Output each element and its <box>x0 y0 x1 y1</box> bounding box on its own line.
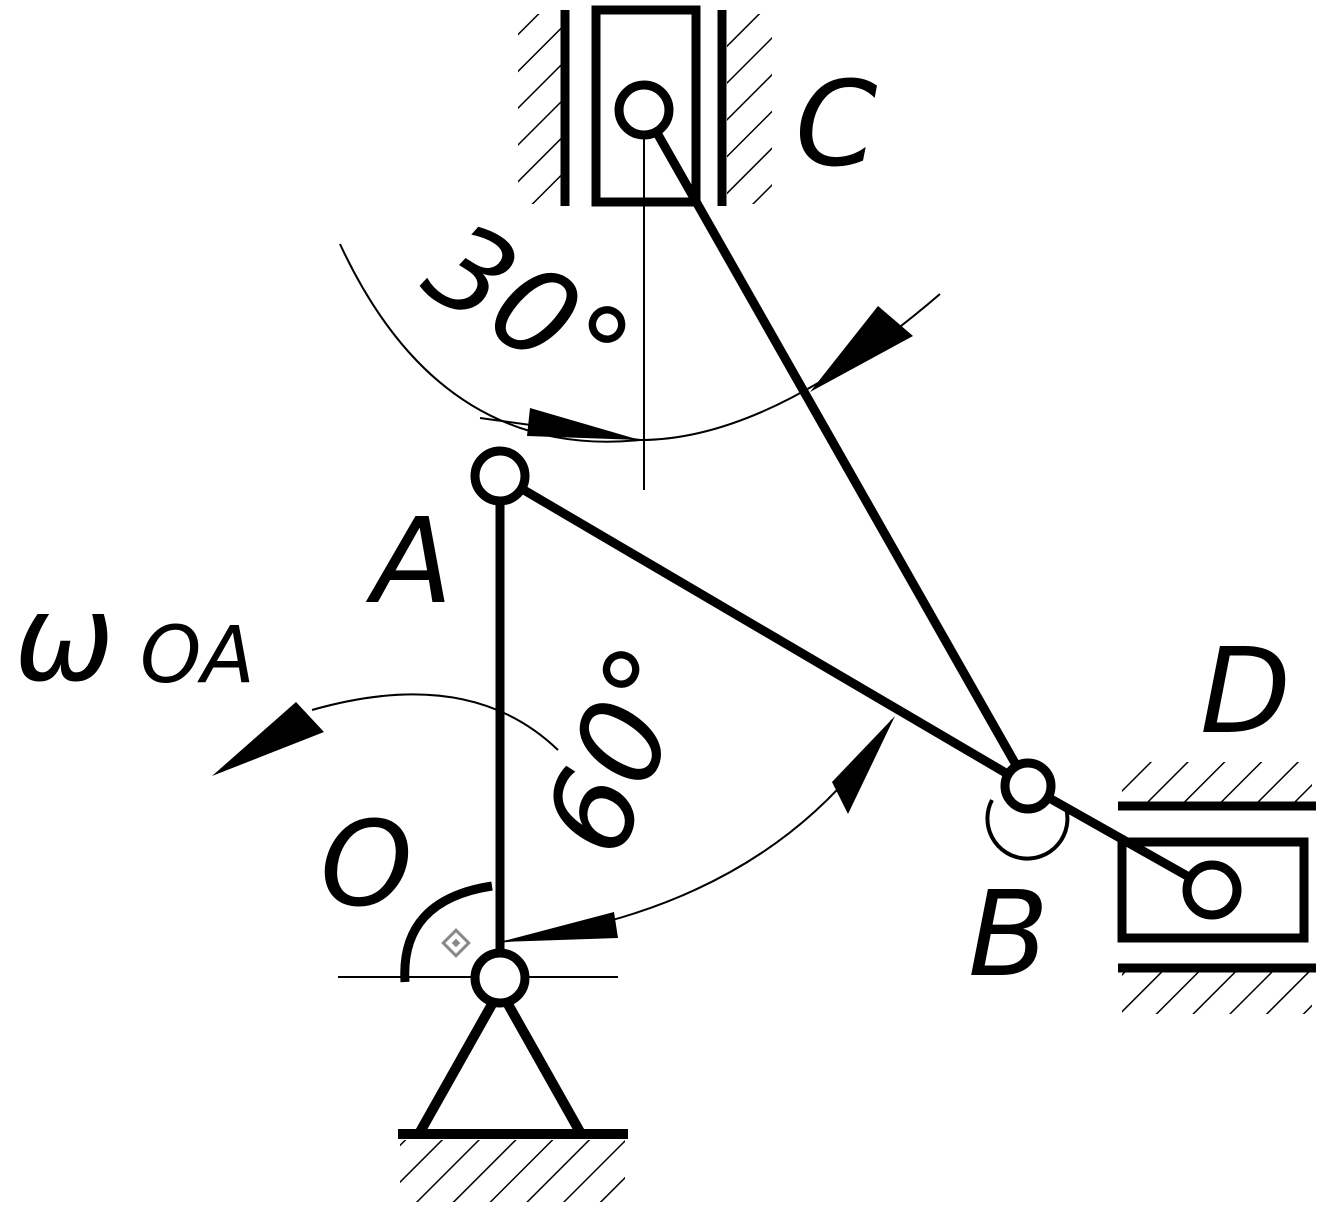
arrowhead-30-right <box>810 306 913 392</box>
slider-c-guide <box>518 10 772 206</box>
support-triangle <box>415 979 585 1135</box>
slider-d-guide <box>1118 762 1316 1014</box>
label-c: C <box>795 55 877 193</box>
link-bc <box>640 107 1032 789</box>
omega-arrow <box>212 693 559 776</box>
angle-30-arc <box>339 243 941 443</box>
label-omega: ω <box>14 570 115 709</box>
joint-c <box>614 80 674 140</box>
arrowhead-60-bottom <box>500 912 618 942</box>
label-angle-30: 30° <box>403 195 654 423</box>
ground-support-o <box>338 881 628 1202</box>
joint-a <box>470 446 530 506</box>
guide-hatch-bottom <box>1122 972 1312 1014</box>
guide-hatch-right <box>727 14 772 204</box>
joint-b <box>985 758 1070 861</box>
arrowhead-30-left <box>527 408 640 440</box>
fixed-arc-o <box>400 881 493 983</box>
label-angle-60: 60° <box>516 627 722 873</box>
guide-hatch-top <box>1122 762 1312 802</box>
label-omega-subscript: OA <box>140 611 255 701</box>
label-o: O <box>320 795 413 933</box>
angle-60-arc <box>499 716 895 943</box>
ground-hatch <box>400 1140 625 1202</box>
label-a: A <box>365 492 453 630</box>
joint-o <box>470 948 530 1008</box>
link-ab <box>497 472 1031 790</box>
joint-d <box>1182 860 1242 920</box>
omega-arrowhead <box>212 702 324 776</box>
small-diamond-icon <box>441 928 471 958</box>
label-b: B <box>968 865 1049 1003</box>
arrowhead-60-top <box>832 716 895 814</box>
guide-hatch-left <box>518 14 563 204</box>
link-bd <box>1025 782 1215 894</box>
label-d: D <box>1200 622 1291 760</box>
